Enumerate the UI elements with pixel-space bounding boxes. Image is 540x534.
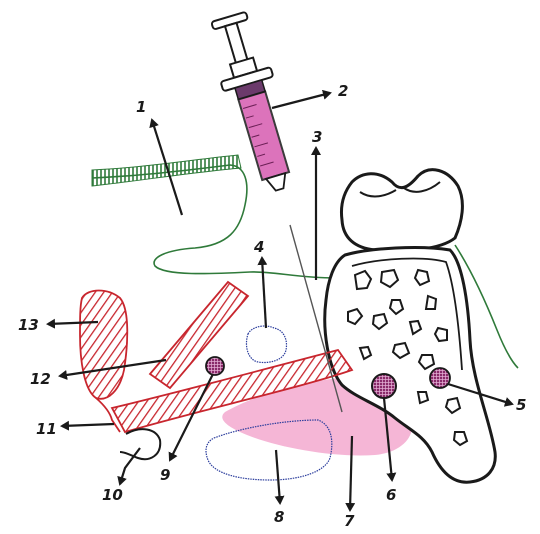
label-2: 2 (338, 82, 348, 100)
region-4 (246, 326, 286, 363)
dot-5 (430, 368, 450, 388)
dot-6 (372, 374, 396, 398)
label-13: 13 (18, 316, 39, 334)
label-7: 7 (344, 512, 355, 530)
label-9: 9 (160, 466, 170, 484)
label-6: 6 (386, 486, 396, 504)
arrow-2 (272, 93, 330, 108)
label-4: 4 (253, 238, 264, 256)
label-5: 5 (516, 396, 526, 414)
muscle-13 (80, 291, 127, 399)
label-10: 10 (102, 486, 123, 504)
syringe-plunger-rod (225, 23, 248, 65)
mucosa-outline (92, 165, 362, 278)
dot-9 (206, 357, 224, 375)
label-8: 8 (274, 508, 284, 526)
tooth-crown (341, 170, 462, 251)
arrow-8 (276, 450, 280, 503)
mucosa-hatched-band (92, 155, 241, 186)
structure-10 (120, 429, 160, 459)
muscle-12 (150, 282, 248, 388)
label-12: 12 (30, 370, 51, 388)
arrow-4 (262, 258, 266, 328)
label-1: 1 (136, 98, 146, 116)
label-11: 11 (36, 420, 57, 438)
arrow-10 (120, 448, 140, 484)
arrow-11 (62, 424, 114, 426)
syringe (204, 9, 342, 412)
label-3: 3 (312, 128, 322, 146)
